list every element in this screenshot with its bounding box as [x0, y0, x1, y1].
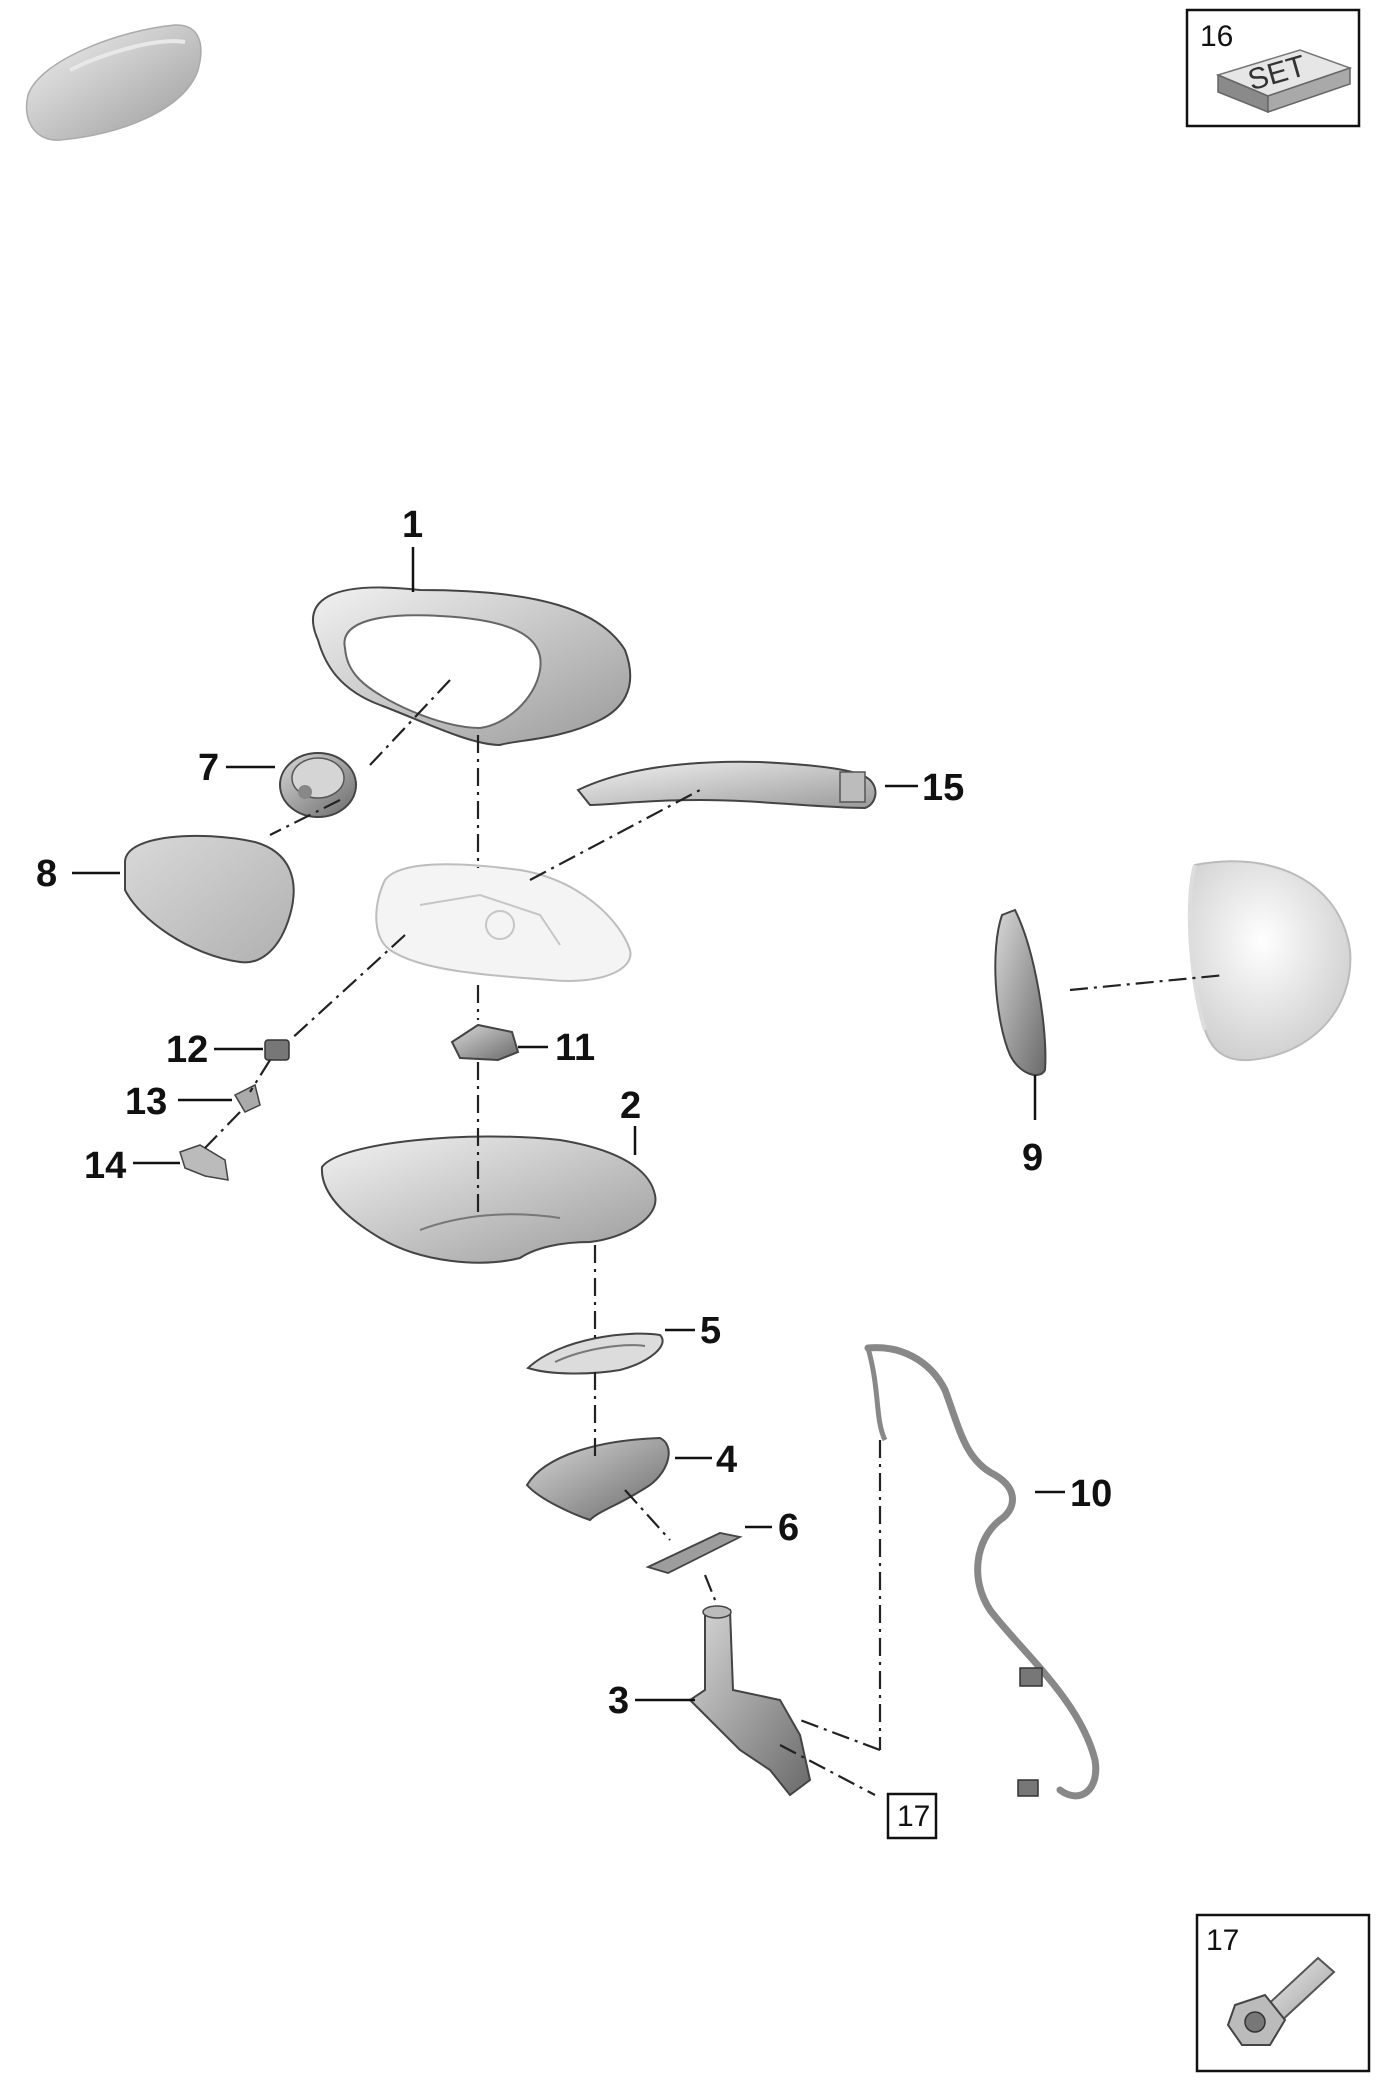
callout-15: 15 [922, 767, 964, 809]
callout-9: 9 [1022, 1137, 1043, 1179]
part-4-base-cover [525, 1436, 670, 1522]
callout-6: 6 [778, 1507, 799, 1549]
mirror-cap-shell [1187, 860, 1352, 1062]
part-5-ring [526, 1332, 664, 1375]
callout-1: 1 [402, 504, 423, 546]
legend-screw-number: 17 [1206, 1924, 1239, 1957]
assembly-lines [204, 679, 1226, 1796]
part-6-strip [645, 1532, 743, 1574]
set-block-icon: SET [1215, 49, 1353, 114]
mirror-base-bracket [375, 863, 632, 982]
part-8-mirror-glass [124, 834, 295, 964]
part-15-turn-signal [576, 760, 877, 810]
callouts: 1 7 8 15 12 13 14 11 2 9 5 4 6 10 3 [36, 504, 1112, 1722]
ref-box-number: 17 [897, 1800, 930, 1833]
part-11-puddle-light [450, 1023, 520, 1062]
callout-10: 10 [1070, 1473, 1112, 1515]
callout-12: 12 [166, 1029, 208, 1071]
legend-screw-box: 17 [1195, 1913, 1371, 2073]
callout-14: 14 [84, 1145, 126, 1187]
part-2-lower-cover [320, 1135, 657, 1264]
legend-set-number: 16 [1200, 20, 1233, 53]
part-1-housing-frame [312, 586, 632, 747]
part-3-mirror-arm [688, 1605, 812, 1797]
part-12-connector [264, 1039, 290, 1061]
callout-8: 8 [36, 853, 57, 895]
part-9-turn-light [994, 908, 1047, 1076]
callout-7: 7 [198, 747, 219, 789]
callout-4: 4 [716, 1439, 737, 1481]
part-10-cable-harness [864, 1344, 1100, 1800]
part-7-motor [279, 752, 357, 818]
callout-2: 2 [620, 1085, 641, 1127]
callout-13: 13 [125, 1081, 167, 1123]
screw-icon [1226, 1956, 1336, 2046]
car-thumbnail-icon [25, 24, 202, 141]
ref-box-17: 17 [886, 1792, 938, 1840]
callout-3: 3 [608, 1680, 629, 1722]
callout-5: 5 [700, 1310, 721, 1352]
part-14-clip [179, 1144, 229, 1181]
leader-lines [72, 547, 1065, 1702]
callout-11: 11 [555, 1027, 595, 1069]
part-13-clip [233, 1083, 261, 1113]
legend-set-box: 16 SET [1185, 8, 1361, 128]
